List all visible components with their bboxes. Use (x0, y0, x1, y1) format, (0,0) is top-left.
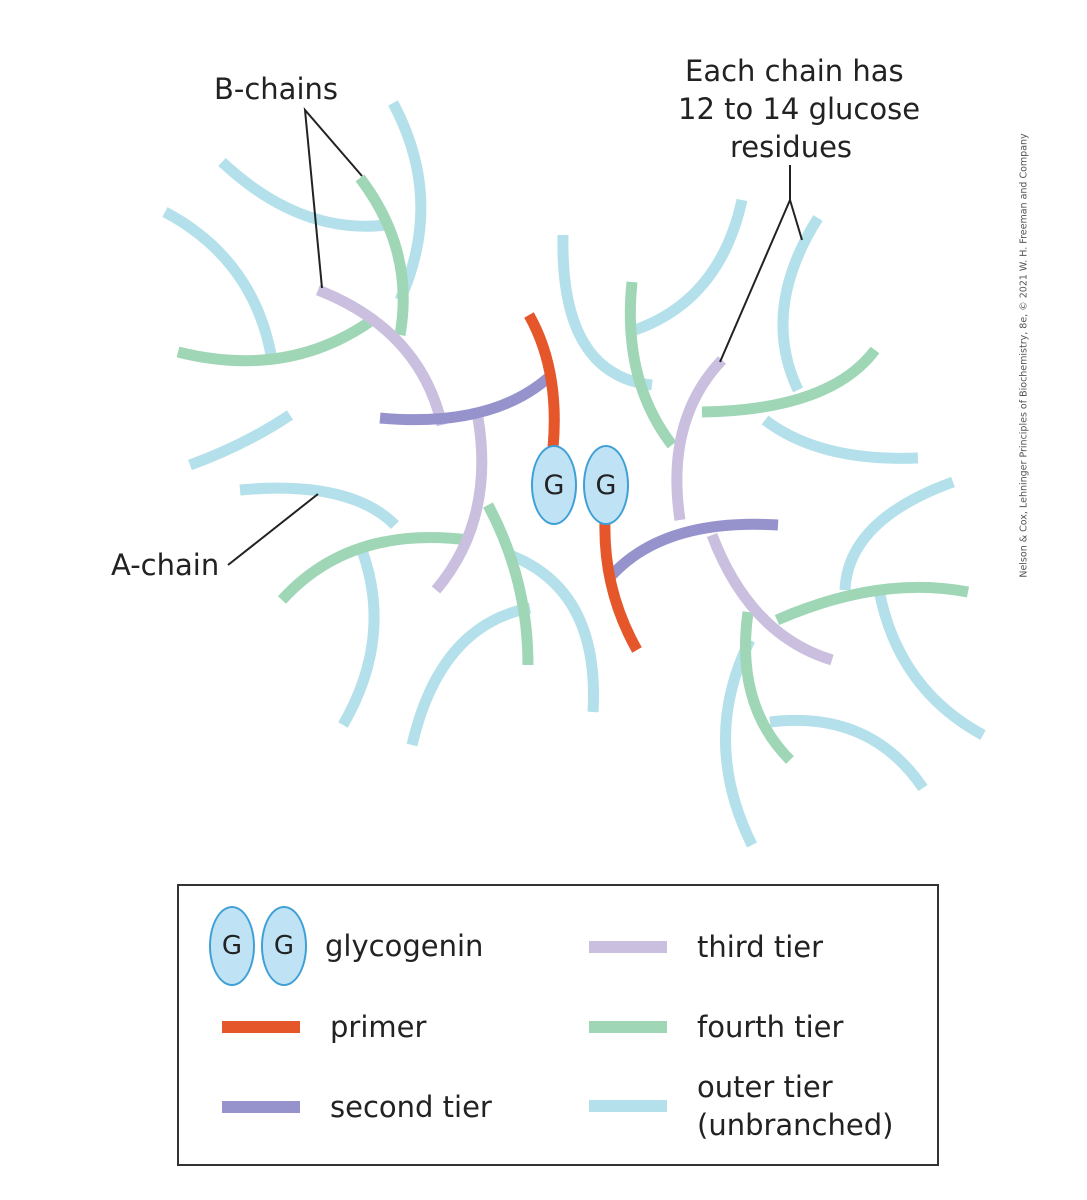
third-tier-chain (431, 417, 488, 594)
glycogenin-subunit-right: G (583, 445, 629, 525)
fourth-tier-chain (774, 581, 970, 626)
fourth-tier-chain (624, 281, 677, 449)
primer-chain (599, 519, 642, 653)
outer-chain (406, 602, 532, 747)
legend-glycogenin-g1: G (209, 906, 255, 986)
outer-chain (388, 100, 427, 303)
second-tier-chain (607, 518, 779, 579)
third-tier-chain (671, 356, 727, 521)
outer-chain (633, 198, 748, 336)
third-tier-chain (706, 533, 834, 666)
outer-chain (338, 543, 380, 728)
legend-third-tier-swatch (589, 941, 667, 953)
fourth-tier-chain (701, 346, 880, 418)
outer-tier-chains (162, 100, 986, 848)
second-tier-chain (379, 373, 552, 426)
b-chains-leader (303, 106, 363, 289)
outer-chain (761, 415, 919, 464)
second-tier-chains (379, 373, 779, 579)
b-chains-label: B-chains (214, 72, 339, 106)
legend-third-tier-label: third tier (697, 930, 824, 964)
copyright-credit: Nelson & Cox, Lehninger Principles of Bi… (1018, 132, 1030, 578)
legend-second-tier-swatch (222, 1101, 300, 1113)
each-chain-label-line3: residues (730, 130, 853, 164)
each-chain-label-line1: Each chain has (685, 54, 904, 88)
legend-outer-tier-label-line2: (unbranched) (697, 1108, 894, 1142)
third-tier-chains (315, 284, 834, 666)
legend-outer-tier: outer tier (unbranched) (589, 1068, 893, 1144)
legend-primer-label: primer (330, 1010, 427, 1044)
outer-chain (874, 593, 986, 740)
outer-chain (557, 234, 653, 391)
legend-outer-tier-swatch (589, 1100, 667, 1112)
outer-chain (769, 714, 928, 792)
each-chain-label-line2: 12 to 14 glucose (678, 92, 921, 126)
legend-second-tier: second tier (222, 1088, 492, 1126)
legend-second-tier-label: second tier (330, 1090, 492, 1124)
primer-chain (524, 312, 560, 449)
outer-chain (507, 549, 600, 713)
fourth-tier-chain (277, 532, 469, 604)
legend-fourth-tier-swatch (589, 1021, 667, 1033)
legend-glycogenin-g2: G (261, 906, 307, 986)
legend-third-tier: third tier (589, 928, 823, 966)
outer-chain (720, 637, 757, 848)
a-chain-leader (227, 493, 319, 566)
legend-primer-swatch (222, 1021, 300, 1033)
fourth-tier-chain (355, 174, 409, 336)
legend-glycogenin: G G glycogenin (209, 906, 483, 986)
glycogen-branching-diagram (162, 100, 986, 848)
fourth-tier-chain (740, 611, 794, 764)
outer-chain (239, 482, 399, 529)
fourth-tier-chain (176, 313, 379, 367)
a-chain-label: A-chain (111, 548, 220, 582)
fourth-tier-chain (483, 502, 534, 666)
outer-chain (188, 410, 294, 471)
outer-chain (218, 157, 387, 232)
legend-primer: primer (222, 1008, 426, 1046)
outer-chain (162, 207, 278, 361)
legend-fourth-tier-label: fourth tier (697, 1010, 844, 1044)
fourth-tier-chains (176, 174, 970, 764)
legend: G G glycogenin primer second tier third … (177, 884, 939, 1166)
third-tier-chain (315, 284, 448, 427)
legend-outer-tier-label-line1: outer tier (697, 1070, 833, 1104)
outer-chain (777, 215, 823, 393)
outer-chain (839, 476, 955, 591)
legend-fourth-tier: fourth tier (589, 1008, 843, 1046)
primer-chains (524, 312, 642, 653)
leader-lines (227, 106, 803, 566)
glycogenin-subunit-left: G (531, 445, 577, 525)
legend-glycogenin-label: glycogenin (325, 929, 484, 963)
